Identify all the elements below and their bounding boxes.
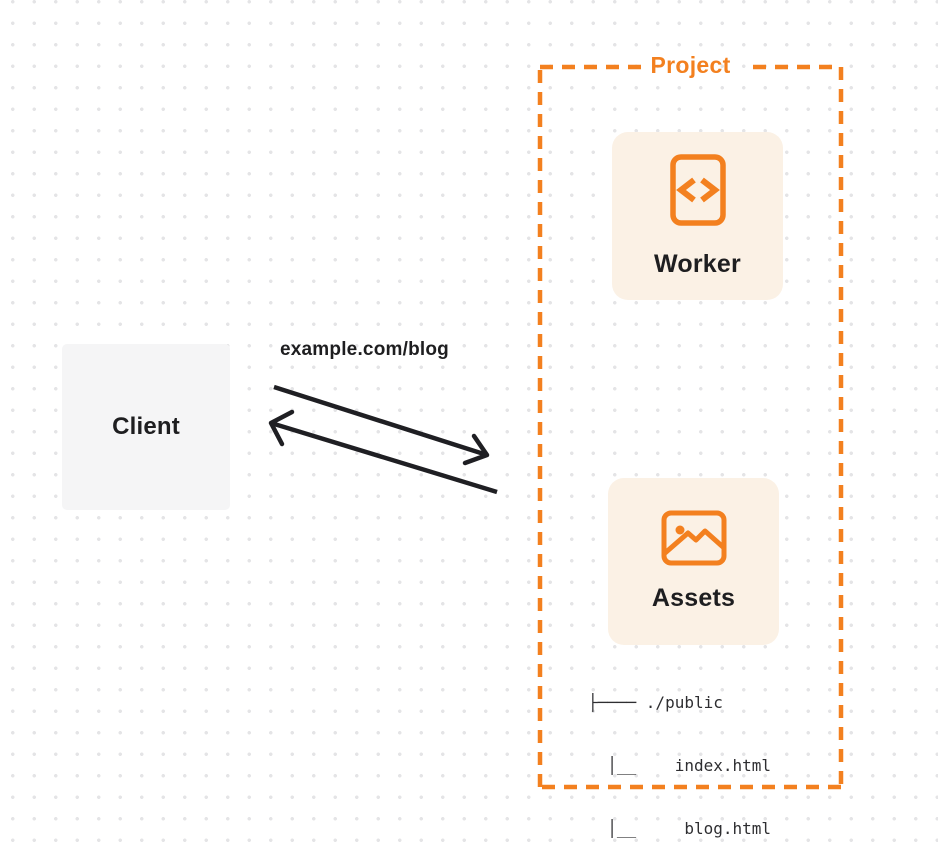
client-box: Client bbox=[62, 344, 230, 510]
assets-label: Assets bbox=[651, 584, 736, 612]
assets-card: Assets bbox=[608, 478, 779, 645]
worker-label: Worker bbox=[654, 249, 741, 278]
image-icon bbox=[661, 510, 726, 566]
worker-card: Worker bbox=[612, 132, 783, 300]
project-label: Project bbox=[650, 52, 731, 78]
request-url-label: example.com/blog bbox=[280, 339, 449, 360]
file-tree-line: ├──── ./public bbox=[588, 693, 723, 712]
file-tree-line: │__ index.html bbox=[588, 756, 772, 775]
file-tree-line: │__ blog.html bbox=[588, 819, 772, 838]
assets-file-tree: ├──── ./public │__ index.html │__ blog.h… bbox=[588, 650, 771, 860]
client-label: Client bbox=[112, 413, 180, 440]
code-file-icon bbox=[669, 153, 726, 226]
response-arrow bbox=[268, 409, 498, 495]
request-arrow bbox=[273, 384, 490, 466]
